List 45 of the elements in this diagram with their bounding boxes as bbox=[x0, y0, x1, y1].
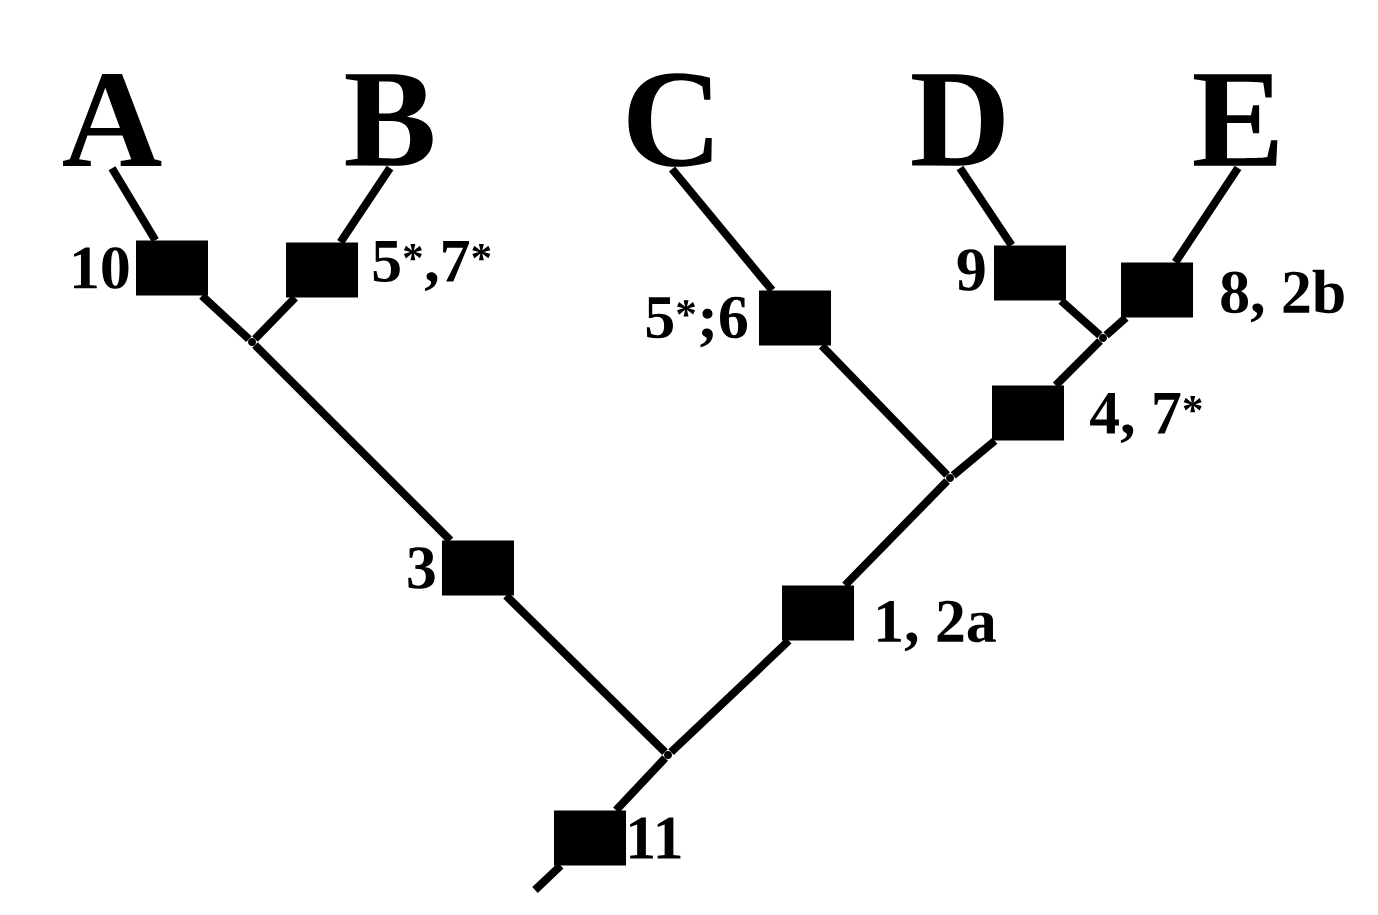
taxon-label: A bbox=[63, 73, 162, 167]
taxon-label: B bbox=[345, 74, 433, 166]
character-label: 10 bbox=[74, 247, 129, 289]
branch-line bbox=[337, 165, 394, 245]
character-tick bbox=[759, 290, 831, 346]
branch-point bbox=[1099, 334, 1107, 342]
branch-point bbox=[248, 338, 256, 346]
branch-line bbox=[818, 342, 950, 478]
character-label: 11 bbox=[630, 817, 681, 859]
taxon-label: D bbox=[912, 74, 1004, 166]
taxon-label: C bbox=[628, 73, 712, 167]
branch-line bbox=[950, 437, 998, 479]
branch-line bbox=[1058, 297, 1103, 339]
branch-line bbox=[613, 755, 669, 814]
branch-line bbox=[199, 292, 252, 343]
character-label: 9 bbox=[957, 249, 985, 291]
branch-line bbox=[1052, 338, 1103, 389]
character-tick bbox=[1121, 262, 1193, 318]
branch-line bbox=[252, 294, 298, 342]
character-tick bbox=[286, 242, 358, 298]
character-tick bbox=[992, 385, 1064, 441]
character-label: 8, 2b bbox=[1221, 269, 1344, 323]
branch-line bbox=[252, 342, 454, 544]
character-label: 5$^{*}$,7$^{*}$ bbox=[373, 241, 491, 291]
taxon-label: E bbox=[1193, 74, 1278, 166]
branch-line bbox=[956, 165, 1015, 248]
character-tick bbox=[136, 240, 208, 296]
branch-line bbox=[668, 637, 792, 756]
character-tick bbox=[782, 585, 854, 641]
branch-line bbox=[1172, 165, 1242, 265]
branch-line bbox=[108, 166, 159, 243]
branch-line bbox=[842, 478, 950, 589]
branch-line bbox=[503, 592, 668, 755]
character-label: 1, 2a bbox=[878, 600, 996, 652]
branch-line bbox=[668, 166, 776, 293]
character-label: 4, 7$^{*}$ bbox=[1090, 392, 1202, 444]
branch-point bbox=[664, 751, 672, 759]
branch-line bbox=[532, 862, 564, 893]
branch-line bbox=[1103, 314, 1129, 339]
character-tick bbox=[994, 245, 1066, 301]
character-tick bbox=[442, 540, 514, 596]
character-tick bbox=[554, 810, 626, 866]
character-label: 3 bbox=[408, 547, 435, 589]
branch-point bbox=[946, 474, 954, 482]
character-label: 5$^{*}$;6 bbox=[646, 296, 747, 348]
